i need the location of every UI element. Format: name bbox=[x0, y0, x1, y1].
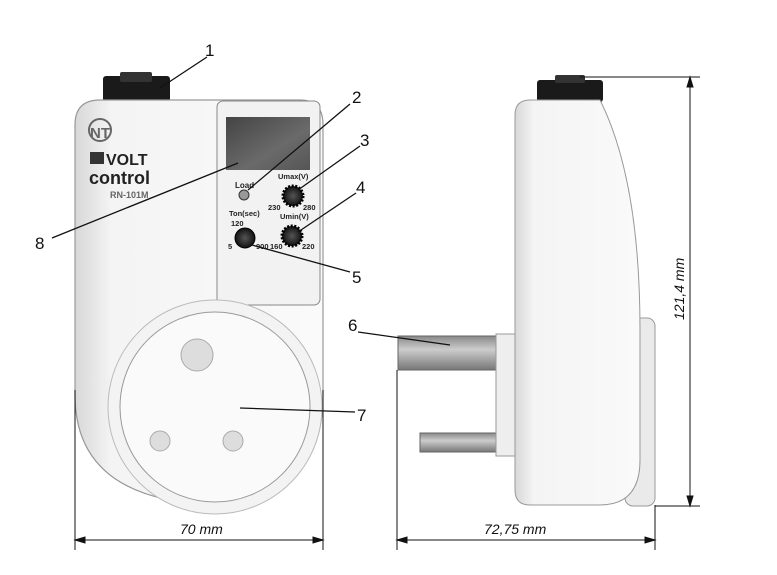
umax-title: Umax(V) bbox=[278, 172, 309, 181]
socket-hole-right bbox=[222, 430, 244, 452]
socket-inner bbox=[119, 311, 311, 503]
nt-logo: NT bbox=[88, 118, 112, 142]
callout-3: 3 bbox=[360, 131, 369, 150]
dimension-lines bbox=[73, 75, 700, 550]
umin-title: Umin(V) bbox=[280, 212, 309, 221]
ton-min: 5 bbox=[228, 242, 232, 251]
callout-8: 8 bbox=[35, 234, 44, 253]
dim-width: 70 mm bbox=[180, 521, 223, 537]
load-led bbox=[238, 189, 250, 201]
front-view: NT VOLT control RN-101M Load Umax(V) 230… bbox=[74, 72, 324, 515]
callout-7: 7 bbox=[357, 406, 366, 425]
top-knob-front bbox=[103, 76, 170, 102]
brand-volt: VOLT bbox=[106, 152, 148, 169]
umin-max: 220 bbox=[302, 242, 315, 251]
callout-6: 6 bbox=[348, 316, 357, 335]
plug-pin-lower bbox=[419, 432, 499, 453]
brand-icon bbox=[90, 152, 104, 164]
dim-height: 121,4 mm bbox=[671, 257, 687, 320]
umax-knob[interactable] bbox=[281, 184, 305, 208]
side-body bbox=[514, 99, 641, 506]
callout-2: 2 bbox=[352, 88, 361, 107]
socket-hole-top bbox=[180, 338, 214, 372]
svg-text:NT: NT bbox=[90, 125, 110, 142]
plug-pin-upper bbox=[397, 335, 499, 371]
top-knob-side bbox=[537, 80, 603, 102]
ton-mid: 120 bbox=[231, 219, 244, 228]
side-view bbox=[397, 75, 656, 507]
umax-max: 280 bbox=[303, 203, 316, 212]
model-number: RN-101M bbox=[110, 190, 149, 200]
display-window bbox=[226, 117, 310, 170]
ton-title: Ton(sec) bbox=[229, 209, 260, 218]
umin-min: 160 bbox=[270, 242, 283, 251]
ton-knob[interactable] bbox=[234, 227, 256, 249]
callout-5: 5 bbox=[352, 268, 361, 287]
dim-depth: 72,75 mm bbox=[484, 521, 547, 537]
socket-hole-left bbox=[149, 430, 171, 452]
umin-knob[interactable] bbox=[280, 224, 304, 248]
ton-max: 900 bbox=[256, 242, 269, 251]
load-label: Load bbox=[235, 181, 254, 190]
callout-1: 1 bbox=[205, 41, 214, 60]
umax-min: 230 bbox=[268, 203, 281, 212]
callouts bbox=[51, 56, 451, 413]
brand-control: control bbox=[89, 168, 150, 188]
callout-4: 4 bbox=[356, 178, 365, 197]
